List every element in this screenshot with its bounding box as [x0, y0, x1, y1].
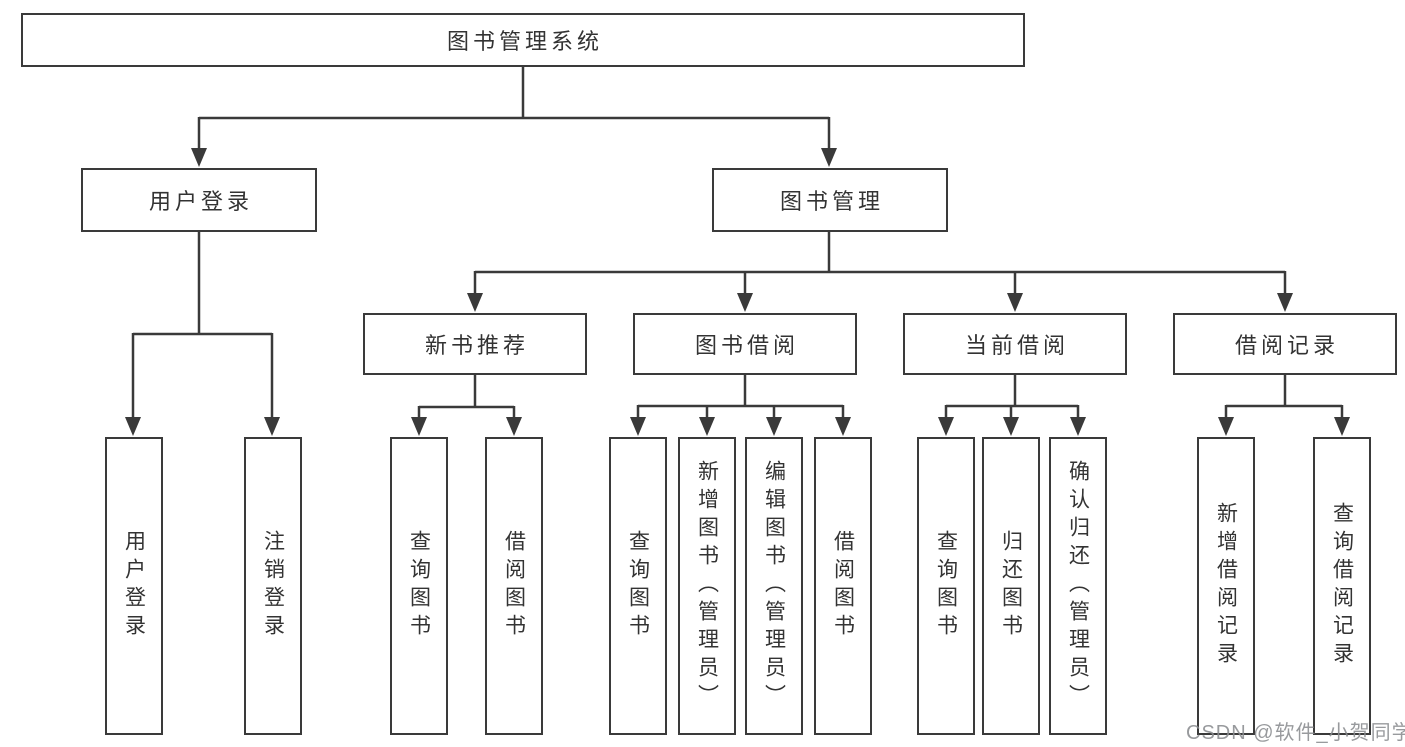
leaf-add-book-admin: 新增图书（管理员） [678, 437, 736, 735]
node-label: 借阅记录 [1234, 333, 1339, 358]
leaf-confirm-return-admin: 确认归还（管理员） [1049, 437, 1107, 735]
connector-user-login [131, 231, 274, 421]
connector-book-borrowing [636, 374, 845, 421]
node-label: 注销登录 [261, 530, 285, 642]
leaf-user-login: 用户登录 [105, 437, 163, 735]
node-user-login: 用户登录 [81, 168, 317, 232]
node-label: 图书管理 [779, 189, 884, 214]
node-label: 图书借阅 [694, 333, 799, 358]
node-label: 新增借阅记录 [1214, 502, 1238, 670]
node-label: 归还图书 [999, 530, 1023, 642]
node-label: 查询图书 [626, 530, 650, 642]
node-label: 新增图书（管理员） [695, 460, 719, 712]
leaf-add-borrow-record: 新增借阅记录 [1197, 437, 1255, 735]
leaf-query-books-2: 查询图书 [609, 437, 667, 735]
node-label: 查询图书 [407, 530, 431, 642]
node-label: 借阅图书 [502, 530, 526, 642]
node-label: 编辑图书（管理员） [762, 460, 786, 712]
node-label: 图书管理系统 [446, 29, 603, 54]
node-label: 确认归还（管理员） [1066, 460, 1090, 712]
connector-borrowing-records [1224, 374, 1344, 421]
watermark: CSDN @软件_小贺同学 [1186, 722, 1405, 744]
node-book-management: 图书管理 [712, 168, 948, 232]
node-label: 借阅图书 [831, 530, 855, 642]
leaf-edit-book-admin: 编辑图书（管理员） [745, 437, 803, 735]
node-new-book-recommend: 新书推荐 [363, 313, 587, 375]
leaf-borrow-books-2: 借阅图书 [814, 437, 872, 735]
node-label: 查询图书 [934, 530, 958, 642]
leaf-query-books-3: 查询图书 [917, 437, 975, 735]
leaf-logout-login: 注销登录 [244, 437, 302, 735]
node-label: 查询借阅记录 [1330, 502, 1354, 670]
node-label: 当前借阅 [964, 333, 1069, 358]
node-library-management-system: 图书管理系统 [21, 13, 1025, 67]
leaf-return-books: 归还图书 [982, 437, 1040, 735]
leaf-query-borrow-record: 查询借阅记录 [1313, 437, 1371, 735]
node-current-borrowing: 当前借阅 [903, 313, 1127, 375]
connector-book-management [473, 231, 1287, 297]
leaf-borrow-books-1: 借阅图书 [485, 437, 543, 735]
connector-current-borrowing [944, 374, 1080, 421]
node-label: 用户登录 [148, 189, 253, 214]
connector-root [197, 66, 831, 152]
node-borrowing-records: 借阅记录 [1173, 313, 1397, 375]
arrow-down-icons [125, 148, 1350, 436]
leaf-query-books-1: 查询图书 [390, 437, 448, 735]
node-book-borrowing: 图书借阅 [633, 313, 857, 375]
node-label: 新书推荐 [424, 333, 529, 358]
node-label: 用户登录 [122, 530, 146, 642]
connector-new-book-recommend [417, 374, 516, 421]
